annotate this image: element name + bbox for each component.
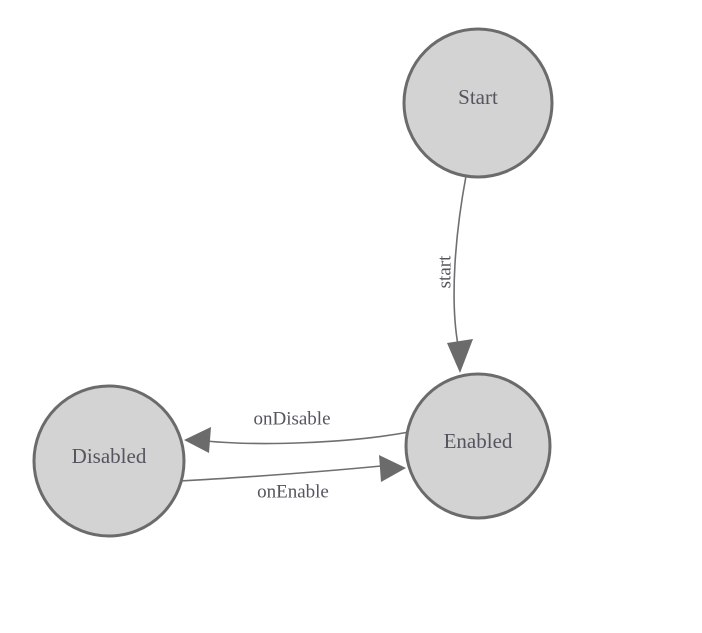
arrowhead-right-icon xyxy=(379,455,406,482)
arrowhead-down-icon xyxy=(447,339,473,373)
arrowhead-left-icon xyxy=(184,427,211,453)
edge-enabled-to-disabled[interactable]: onDisable xyxy=(184,408,410,453)
node-start[interactable]: Start xyxy=(402,27,554,179)
node-disabled[interactable]: Disabled xyxy=(32,384,186,538)
node-disabled-circle xyxy=(32,384,186,538)
edge-label-start: start xyxy=(434,255,455,288)
node-disabled-label: Disabled xyxy=(72,444,147,468)
edge-start-to-enabled-path xyxy=(453,175,467,346)
node-enabled-circle xyxy=(404,372,552,520)
edge-disabled-to-enabled-path xyxy=(178,465,382,482)
node-enabled-label: Enabled xyxy=(444,429,513,453)
edge-label-onenable: onEnable xyxy=(257,481,329,502)
node-enabled[interactable]: Enabled xyxy=(404,372,552,520)
edge-label-ondisable: onDisable xyxy=(253,408,330,429)
edge-enabled-to-disabled-path xyxy=(196,431,410,445)
edge-disabled-to-enabled[interactable]: onEnable xyxy=(178,455,406,502)
node-start-circle xyxy=(402,27,554,179)
edge-start-to-enabled[interactable]: start xyxy=(434,175,473,373)
node-start-label: Start xyxy=(458,85,498,109)
